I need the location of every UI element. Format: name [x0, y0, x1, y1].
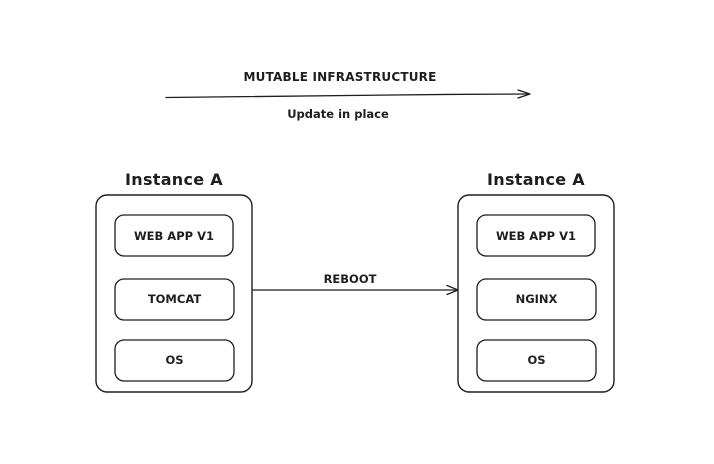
left-instance-title: Instance A: [125, 170, 223, 189]
right-layer-webapp: WEB APP V1: [496, 229, 576, 243]
right-layer-os: OS: [527, 353, 546, 367]
mutable-infrastructure-heading: MUTABLE INFRASTRUCTURE: [243, 70, 437, 84]
right-layer-box-webapp: [476, 214, 596, 257]
left-instance-box: [95, 194, 253, 393]
right-instance-title: Instance A: [487, 170, 585, 189]
right-layer-box-os: [476, 339, 597, 382]
left-layer-os: OS: [165, 353, 184, 367]
reboot-arrow: [252, 284, 459, 296]
left-layer-box-webapp: [114, 214, 234, 257]
left-layer-webapp: WEB APP V1: [134, 229, 214, 243]
update-in-place-label: Update in place: [287, 107, 389, 121]
right-layer-box-nginx: [476, 278, 597, 321]
left-layer-tomcat: TOMCAT: [147, 292, 202, 306]
left-layer-box-os: [114, 339, 235, 382]
reboot-label: REBOOT: [323, 272, 377, 286]
left-layer-box-tomcat: [114, 278, 235, 321]
right-instance-box: [457, 194, 615, 393]
timeline-arrow: [165, 89, 531, 99]
right-layer-nginx: NGINX: [515, 292, 558, 306]
